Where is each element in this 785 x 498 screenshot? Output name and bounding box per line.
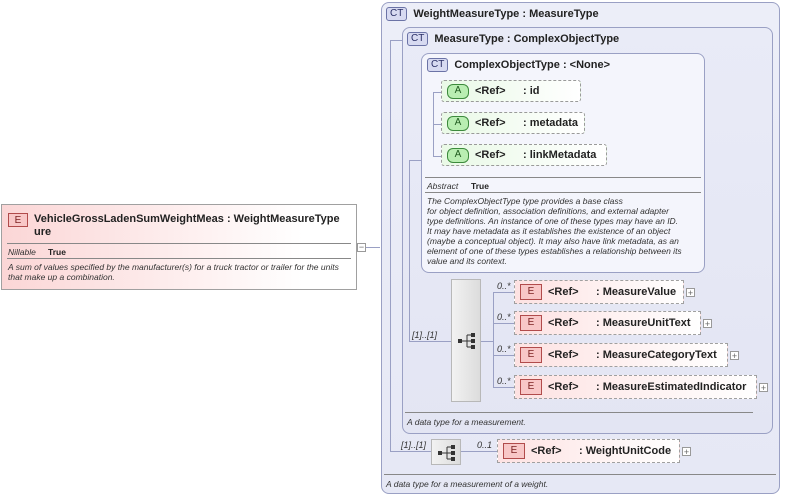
element-badge: E bbox=[503, 443, 525, 459]
child-connector bbox=[493, 387, 514, 388]
sequence-icon bbox=[458, 333, 475, 349]
attribute-name: : id bbox=[523, 85, 540, 97]
attribute-connector bbox=[433, 124, 441, 125]
element-badge: E bbox=[520, 284, 542, 300]
element-name: : MeasureCategoryText bbox=[596, 349, 717, 361]
expand-button[interactable]: + bbox=[686, 288, 695, 298]
element-measure-unit-text[interactable]: E <Ref> : MeasureUnitText bbox=[514, 311, 701, 335]
doc-line: value and its context. bbox=[427, 256, 507, 266]
occurrence-label: 0..1 bbox=[477, 440, 493, 450]
attribute-name: : linkMetadata bbox=[523, 149, 597, 161]
child-connector bbox=[461, 451, 497, 452]
root-element-name: VehicleGrossLadenSumWeightMeas : WeightM… bbox=[34, 213, 340, 225]
divider bbox=[425, 192, 701, 193]
element-measure-estimated-indicator[interactable]: E <Ref> : MeasureEstimatedIndicator bbox=[514, 375, 757, 399]
measure-type-documentation: A data type for a measurement. bbox=[407, 417, 526, 427]
occurrence-label: 0..* bbox=[497, 344, 511, 354]
attribute-link-metadata[interactable]: A <Ref> : linkMetadata bbox=[441, 144, 607, 166]
element-badge: E bbox=[520, 347, 542, 363]
sequence-occurrence: [1]..[1] bbox=[412, 330, 438, 340]
root-element-name-wrap: ure bbox=[34, 226, 52, 238]
child-connector bbox=[493, 323, 514, 324]
ct-badge-icon: CT bbox=[427, 58, 449, 72]
complex-object-type-title: ComplexObjectType : <None> bbox=[454, 59, 611, 71]
attribute-metadata[interactable]: A <Ref> : metadata bbox=[441, 112, 585, 134]
expand-button[interactable]: + bbox=[730, 351, 739, 361]
divider bbox=[425, 177, 701, 178]
sequence-connector bbox=[409, 341, 451, 342]
element-name: : WeightUnitCode bbox=[579, 445, 672, 457]
nillable-value: True bbox=[48, 247, 66, 257]
complex-object-type-documentation: The ComplexObjectType type provides a ba… bbox=[427, 196, 703, 266]
ref-label: <Ref> bbox=[531, 445, 562, 457]
nillable-label: Nillable bbox=[8, 247, 36, 257]
child-connector bbox=[493, 292, 514, 293]
ref-label: <Ref> bbox=[475, 149, 506, 161]
measure-type-title: MeasureType : ComplexObjectType bbox=[434, 33, 620, 45]
root-element-box[interactable]: E VehicleGrossLadenSumWeightMeas : Weigh… bbox=[1, 204, 357, 290]
inheritance-line bbox=[390, 40, 391, 452]
divider bbox=[405, 412, 753, 413]
element-badge: E bbox=[8, 213, 28, 227]
inheritance-connector bbox=[409, 160, 421, 161]
inheritance-line bbox=[409, 160, 410, 342]
divider bbox=[7, 243, 351, 244]
occurrence-label: 0..* bbox=[497, 376, 511, 386]
sequence-occurrence: [1]..[1] bbox=[401, 440, 427, 450]
element-measure-value[interactable]: E <Ref> : MeasureValue bbox=[514, 280, 684, 304]
seq-out-line bbox=[481, 341, 493, 342]
doc-line: It may have metadata as it establishes t… bbox=[427, 226, 671, 236]
weight-measure-type-documentation: A data type for a measurement of a weigh… bbox=[386, 479, 549, 489]
doc-line: (maybe a conceptual object). It may also… bbox=[427, 236, 679, 246]
attribute-name: : metadata bbox=[523, 117, 579, 129]
doc-line: element of one of these types establishe… bbox=[427, 246, 682, 256]
abstract-label: Abstract bbox=[427, 181, 459, 191]
ct-badge-icon: CT bbox=[386, 7, 408, 21]
ref-label: <Ref> bbox=[548, 381, 579, 393]
sequence-compositor[interactable] bbox=[451, 279, 481, 402]
weight-measure-type-title: WeightMeasureType : MeasureType bbox=[413, 8, 599, 20]
expand-button[interactable]: + bbox=[703, 319, 712, 329]
attribute-badge: A bbox=[447, 83, 469, 99]
ref-label: <Ref> bbox=[475, 117, 506, 129]
element-name: : MeasureValue bbox=[596, 286, 677, 298]
ref-label: <Ref> bbox=[548, 349, 579, 361]
doc-line: type definitions. An instance of one of … bbox=[427, 216, 679, 226]
child-connector bbox=[493, 355, 514, 356]
element-badge: E bbox=[520, 315, 542, 331]
attribute-id[interactable]: A <Ref> : id bbox=[441, 80, 581, 102]
element-badge: E bbox=[520, 379, 542, 395]
element-measure-category-text[interactable]: E <Ref> : MeasureCategoryText bbox=[514, 343, 728, 367]
doc-line: The ComplexObjectType type provides a ba… bbox=[427, 196, 623, 206]
inheritance-connector bbox=[390, 40, 402, 41]
children-bracket bbox=[493, 292, 494, 387]
attribute-badge: A bbox=[447, 115, 469, 131]
attribute-connector bbox=[433, 92, 441, 93]
ref-label: <Ref> bbox=[475, 85, 506, 97]
element-name: : MeasureEstimatedIndicator bbox=[596, 381, 747, 393]
divider bbox=[7, 258, 351, 259]
element-weight-unit-code[interactable]: E <Ref> : WeightUnitCode bbox=[497, 439, 680, 463]
divider bbox=[384, 474, 776, 475]
ref-label: <Ref> bbox=[548, 317, 579, 329]
sequence-compositor[interactable] bbox=[431, 439, 461, 465]
expand-button[interactable]: + bbox=[759, 383, 768, 393]
sequence-connector bbox=[390, 451, 431, 452]
root-documentation: A sum of values specified by the manufac… bbox=[8, 262, 339, 282]
element-name: : MeasureUnitText bbox=[596, 317, 691, 329]
expand-button[interactable]: + bbox=[682, 447, 691, 457]
attribute-connector bbox=[433, 156, 441, 157]
attribute-badge: A bbox=[447, 147, 469, 163]
collapse-button[interactable]: − bbox=[357, 242, 366, 252]
occurrence-label: 0..* bbox=[497, 312, 511, 322]
occurrence-label: 0..* bbox=[497, 281, 511, 291]
connector-line bbox=[366, 247, 380, 248]
ref-label: <Ref> bbox=[548, 286, 579, 298]
ct-badge-icon: CT bbox=[407, 32, 429, 46]
doc-line: for object definition, association defin… bbox=[427, 206, 669, 216]
sequence-icon bbox=[438, 445, 455, 461]
abstract-value: True bbox=[471, 181, 489, 191]
